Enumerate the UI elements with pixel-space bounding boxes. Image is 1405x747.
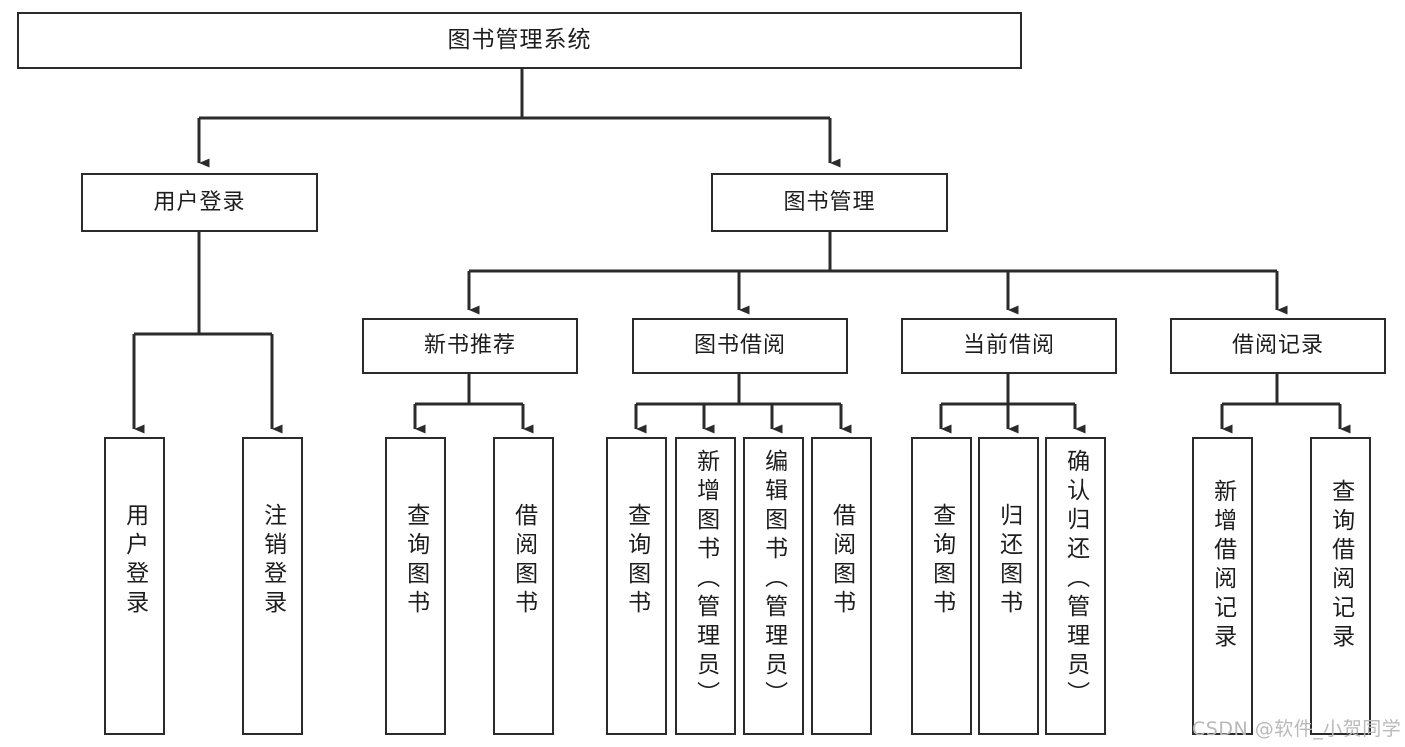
leaf-confirm-return-admin[interactable]: 确认归还（管理员） <box>1045 437 1106 735</box>
node-root-label: 图书管理系统 <box>447 26 592 53</box>
leaf-new-book-query-label: 查询图书 <box>402 503 429 619</box>
leaf-borrow-query-book[interactable]: 查询图书 <box>606 437 667 735</box>
leaf-current-query-book-label: 查询图书 <box>928 503 955 619</box>
node-user-login[interactable]: 用户登录 <box>81 173 318 232</box>
leaf-new-book-borrow-label: 借阅图书 <box>510 503 537 619</box>
leaf-new-book-borrow[interactable]: 借阅图书 <box>493 437 554 735</box>
leaf-add-borrow-record-label: 新增借阅记录 <box>1209 479 1236 653</box>
node-new-book-recommend-label: 新书推荐 <box>423 333 516 359</box>
leaf-borrow-book[interactable]: 借阅图书 <box>811 437 872 735</box>
leaf-current-query-book[interactable]: 查询图书 <box>911 437 972 735</box>
node-root-book-management-system[interactable]: 图书管理系统 <box>17 12 1022 69</box>
leaf-query-borrow-record-label: 查询借阅记录 <box>1327 479 1354 653</box>
node-user-login-label: 用户登录 <box>153 189 246 215</box>
leaf-query-borrow-record[interactable]: 查询借阅记录 <box>1310 437 1371 735</box>
node-borrow-record[interactable]: 借阅记录 <box>1170 318 1386 374</box>
leaf-borrow-query-book-label: 查询图书 <box>623 503 650 619</box>
node-current-borrow[interactable]: 当前借阅 <box>901 318 1117 374</box>
node-new-book-recommend[interactable]: 新书推荐 <box>362 318 578 374</box>
leaf-edit-book-admin-label: 编辑图书（管理员） <box>760 449 787 710</box>
leaf-confirm-return-admin-label: 确认归还（管理员） <box>1062 449 1089 710</box>
leaf-add-borrow-record[interactable]: 新增借阅记录 <box>1192 437 1253 735</box>
node-book-management[interactable]: 图书管理 <box>711 173 948 232</box>
leaf-user-login-label: 用户登录 <box>121 503 148 619</box>
node-book-management-label: 图书管理 <box>783 189 876 215</box>
node-current-borrow-label: 当前借阅 <box>962 333 1055 359</box>
leaf-edit-book-admin[interactable]: 编辑图书（管理员） <box>743 437 804 735</box>
leaf-borrow-book-label: 借阅图书 <box>828 503 855 619</box>
leaf-add-book-admin-label: 新增图书（管理员） <box>692 449 719 710</box>
watermark: CSDN @软件_小贺同学 <box>1192 718 1402 740</box>
leaf-new-book-query[interactable]: 查询图书 <box>385 437 446 735</box>
leaf-return-book-label: 归还图书 <box>995 503 1022 619</box>
leaf-add-book-admin[interactable]: 新增图书（管理员） <box>675 437 736 735</box>
leaf-logout[interactable]: 注销登录 <box>242 437 303 735</box>
leaf-user-login[interactable]: 用户登录 <box>104 437 165 735</box>
leaf-return-book[interactable]: 归还图书 <box>978 437 1039 735</box>
node-borrow-record-label: 借阅记录 <box>1231 333 1324 359</box>
node-book-borrow-label: 图书借阅 <box>693 333 786 359</box>
node-book-borrow[interactable]: 图书借阅 <box>632 318 848 374</box>
leaf-logout-label: 注销登录 <box>259 503 286 619</box>
